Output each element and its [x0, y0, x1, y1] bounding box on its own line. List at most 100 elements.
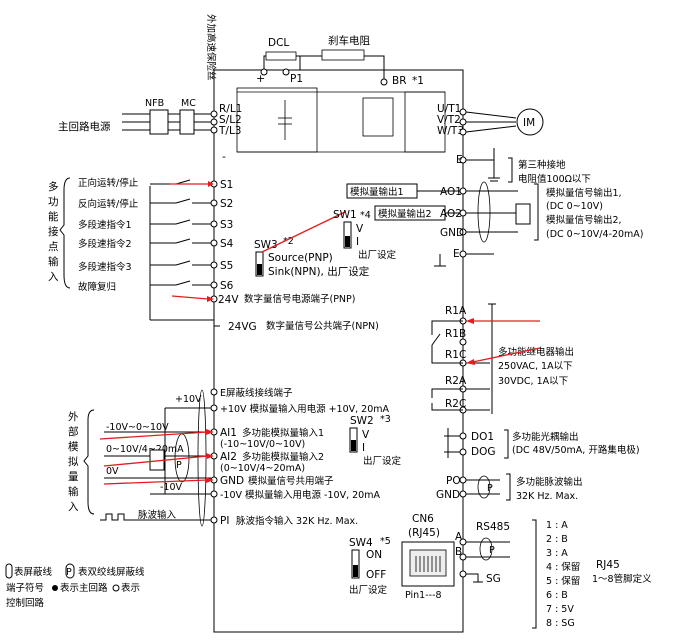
terminal-rs485-b[interactable] [459, 553, 467, 561]
terminal-do1[interactable] [459, 432, 467, 440]
s4-label: S4 [220, 238, 234, 250]
ai-group-0: 外 [68, 411, 79, 423]
r2a-label: R2A [445, 375, 467, 387]
sw4-note: *5 [380, 536, 391, 547]
terminal-rs485-a[interactable] [459, 538, 467, 546]
sw3-sink: Sink(NPN), 出厂设定 [268, 265, 370, 278]
24v-desc: 数字量信号电源端子(PNP) [244, 293, 355, 305]
sg-label: SG [486, 573, 501, 585]
legend: 表屏蔽线 P 表双绞线屏蔽线 端子符号 表示主回路 表示 控制回路 [5, 563, 145, 609]
ao2-box-label: 模拟量输出2 [378, 208, 432, 220]
red-arrow-ai1 [99, 431, 209, 440]
ai-shield [197, 389, 207, 527]
di-group-6: 入 [48, 271, 59, 283]
rs485-label: RS485 [476, 521, 510, 533]
terminal-s4[interactable] [210, 239, 218, 247]
po-twisted [477, 475, 491, 499]
pin-def-2: 2 : B [546, 534, 568, 545]
sw2-label: SW2 [350, 415, 374, 427]
ai-p-mark: P [176, 460, 182, 471]
di-group-5: 输 [48, 255, 59, 268]
s1-label: S1 [220, 179, 233, 191]
terminal-e-shield[interactable] [210, 388, 218, 396]
terminal-po[interactable] [459, 476, 467, 484]
terminal-vt2[interactable] [459, 118, 467, 126]
di-group-4: 点 [48, 241, 59, 253]
legend-shield: 表屏蔽线 [14, 566, 53, 578]
terminal-br[interactable] [380, 78, 388, 86]
terminal-pi[interactable] [210, 516, 218, 524]
di-group-3: 接 [48, 225, 59, 238]
terminal-rl1[interactable] [210, 110, 218, 118]
dog-label: DOG [471, 446, 496, 458]
sw1-knob [345, 236, 350, 247]
terminal-s5[interactable] [210, 261, 218, 269]
terminal-s2[interactable] [210, 199, 218, 207]
terminal-e2[interactable] [459, 250, 467, 258]
terminal-plus[interactable] [260, 68, 268, 76]
ai2-desc-2: (0~10V/4~20mA) [220, 463, 305, 474]
terminal-gnd2[interactable] [459, 490, 467, 498]
di-group-2: 能 [48, 210, 59, 223]
terminal-n10v[interactable] [210, 490, 218, 498]
terminal-p10v[interactable] [210, 404, 218, 412]
e-shield-label: E屏蔽线接线端子 [220, 387, 293, 399]
s5-label: S5 [220, 260, 233, 272]
rj45-desc: 1～8管脚定义 [592, 573, 652, 585]
di-group-0: 多 [48, 180, 59, 193]
twisted-symbol-icon [65, 563, 75, 579]
gnd2-label: GND [436, 489, 460, 501]
mc-contactor [179, 109, 195, 135]
sw3-note: *2 [283, 236, 294, 247]
ao1-box-label: 模拟量输出1 [350, 186, 404, 198]
sw3-label: SW3 [254, 239, 278, 251]
terminal-tl3[interactable] [210, 126, 218, 134]
pulse-input: 脉波输入 [138, 509, 177, 521]
terminal-sl2[interactable] [210, 118, 218, 126]
sw1-note: *4 [360, 210, 371, 221]
di-group-1: 功 [48, 196, 59, 208]
terminal-ut1[interactable] [459, 108, 467, 116]
ground-note-1: 第三种接地 [518, 159, 566, 171]
red-arrow-r1c [467, 347, 541, 364]
sw4-off: OFF [366, 569, 386, 581]
pin-label: Pin1---8 [405, 590, 442, 601]
di-s3-desc: 多段速指令1 [78, 219, 132, 231]
fuse-title: 外加高速保险丝 [205, 14, 217, 81]
sw4-switch[interactable] [351, 549, 360, 579]
ai2-label: AI2 [220, 451, 237, 463]
pin-def-6: 6 : B [546, 590, 568, 601]
ao-desc-2: (DC 0~10V) [546, 201, 603, 212]
dcl-label: DCL [268, 37, 289, 49]
terminal-sg[interactable] [459, 570, 467, 578]
pi-desc: 脉波指令输入 32K Hz. Max. [236, 515, 358, 527]
sw1-switch[interactable] [343, 221, 352, 249]
brake-resistor-label: 刹车电阻 [328, 34, 370, 47]
sw4-default: 出厂设定 [349, 584, 388, 596]
legend-twisted: 表双绞线屏蔽线 [78, 566, 145, 578]
ai2-input: 0~10V/4~20mA [106, 444, 184, 455]
inverter-body [213, 69, 464, 633]
sw2-default: 出厂设定 [363, 455, 402, 467]
sw1-label: SW1 [333, 209, 357, 221]
relay-desc-1: 多功能继电器输出 [498, 346, 574, 358]
terminal-s6[interactable] [210, 281, 218, 289]
sw1-v: V [356, 223, 364, 235]
pin-def-7: 7 : 5V [546, 604, 574, 615]
nfb-label: NFB [145, 98, 164, 109]
red-arrow-gnd [103, 479, 209, 485]
sw2-knob [351, 440, 356, 451]
terminal-wt3[interactable] [459, 128, 467, 136]
terminal-dog[interactable] [459, 448, 467, 456]
terminal-p1[interactable] [282, 68, 290, 76]
shield-ao [477, 181, 491, 243]
gnd-ai-desc: 模拟量信号共用端子 [248, 475, 334, 487]
motor-label: IM [523, 117, 535, 129]
terminal-s3[interactable] [210, 220, 218, 228]
do-desc-2: (DC 48V/50mA, 开路集电极) [512, 444, 640, 456]
ao1-label: AO1 [440, 186, 462, 198]
terminal-r1b[interactable] [459, 338, 467, 346]
analog-input-group: 外 部 模 拟 量 输 入 [68, 409, 95, 515]
pin-def-1: 1 : A [546, 520, 568, 531]
relay-desc-2: 250VAC, 1A以下 [498, 361, 573, 372]
